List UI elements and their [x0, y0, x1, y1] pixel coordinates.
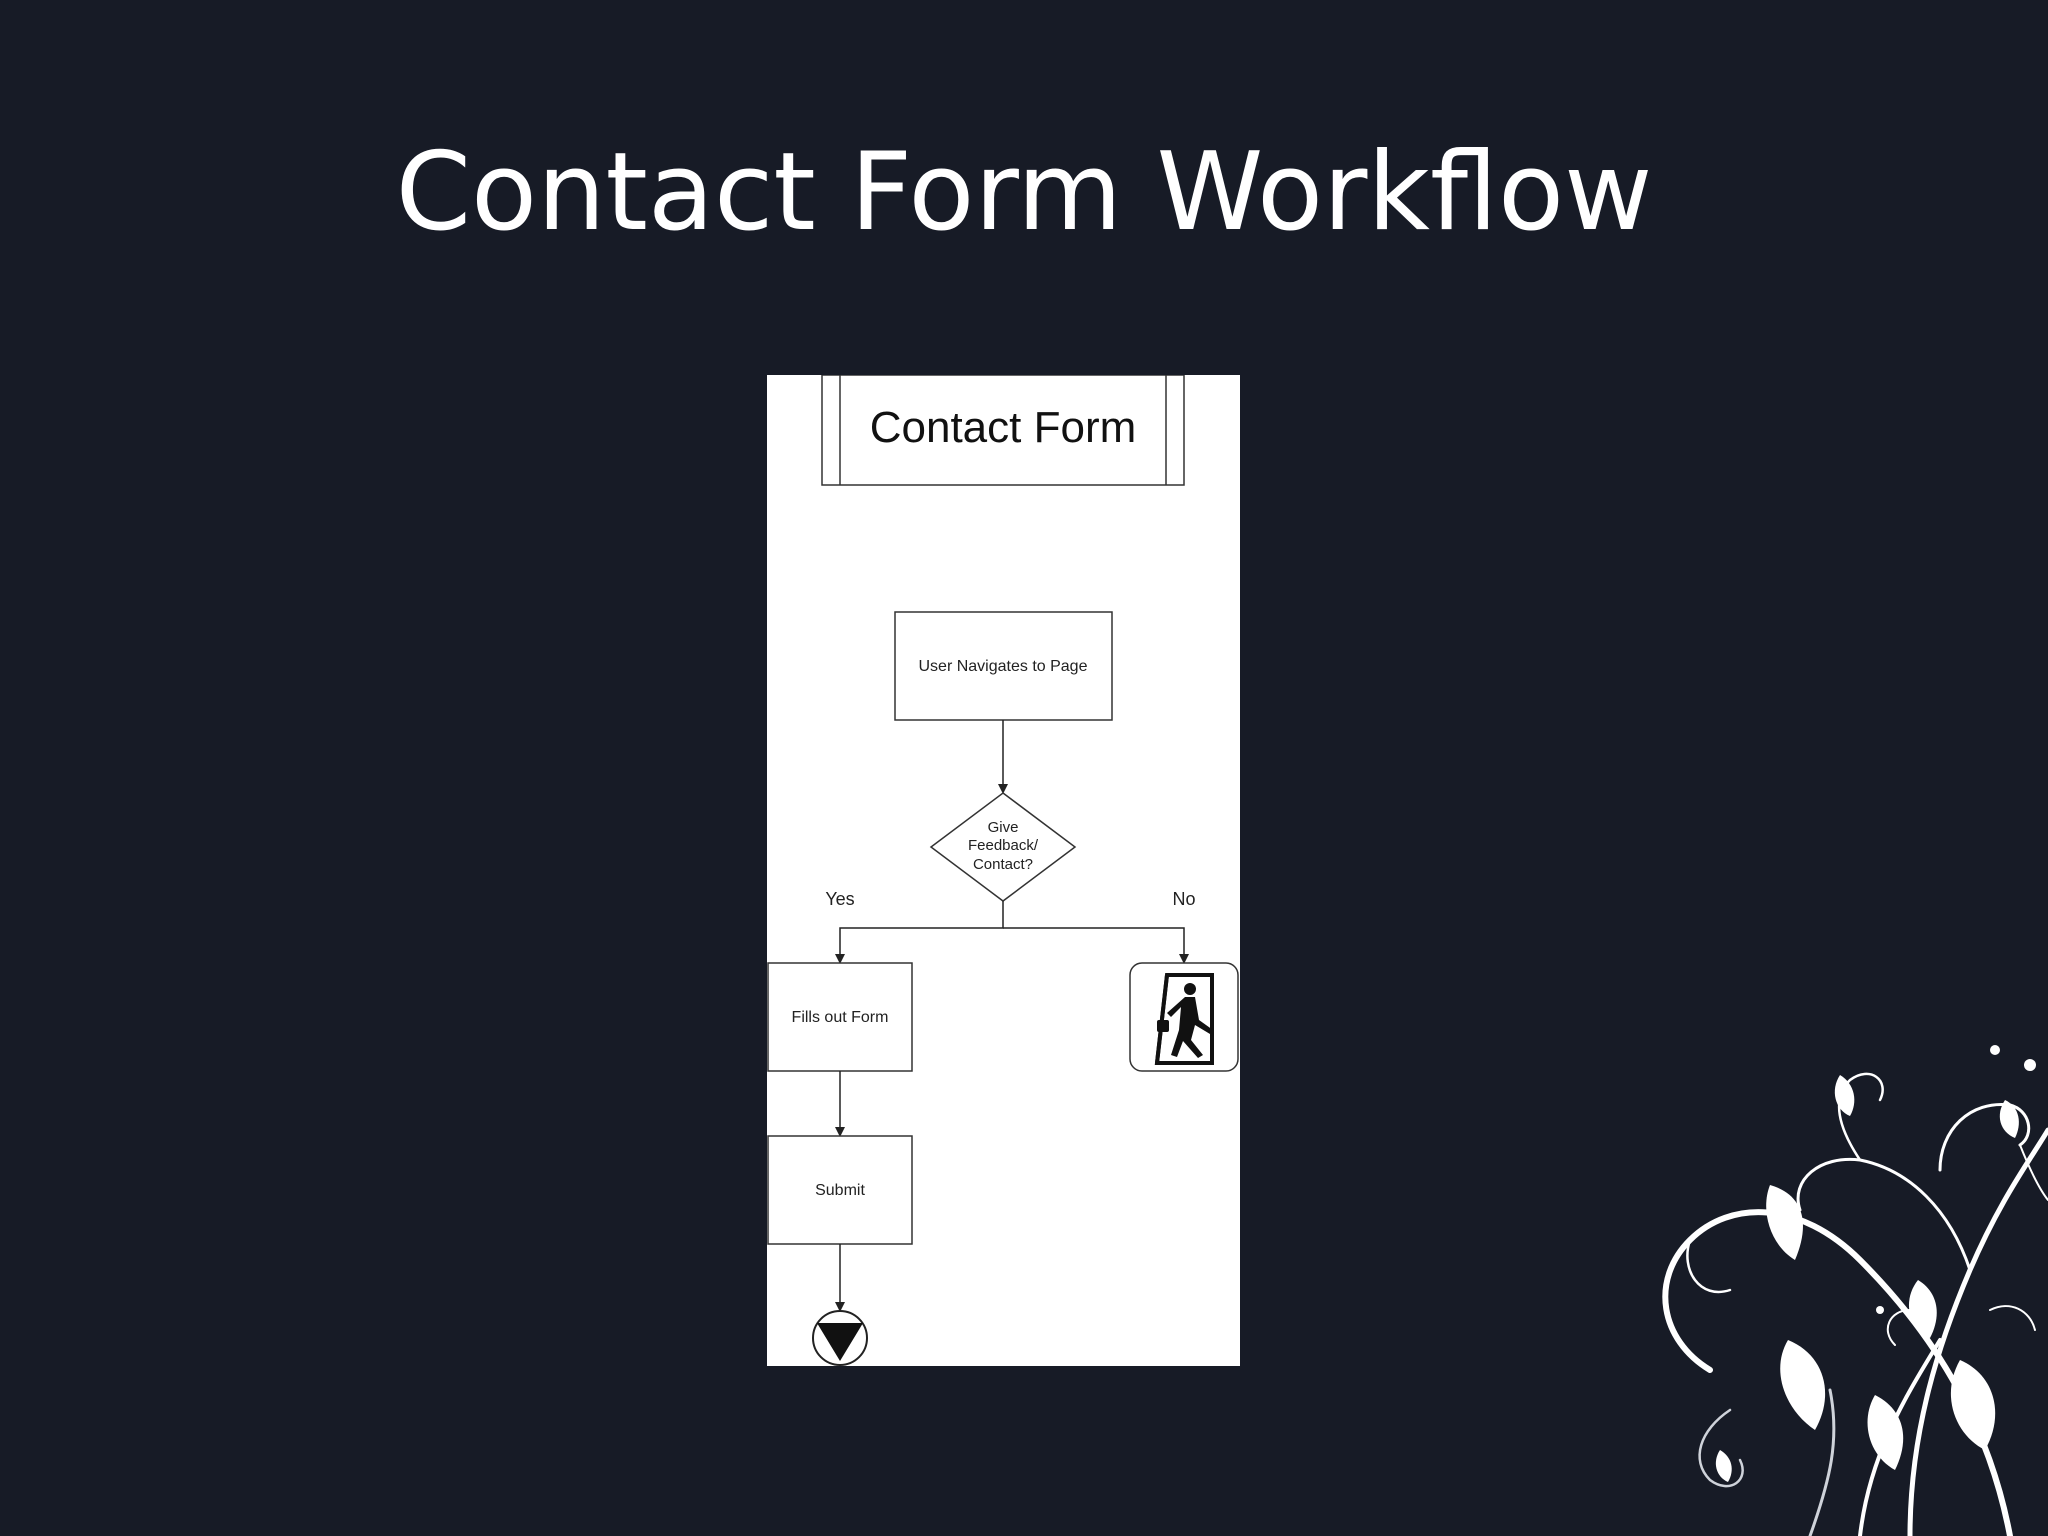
floral-swirl-icon — [1662, 1045, 2048, 1536]
decision-label-3: Contact? — [973, 856, 1033, 873]
end-terminator-icon — [812, 1310, 868, 1366]
decision-label-1: Give — [988, 819, 1019, 836]
navigate-node: User Navigates to Page — [894, 611, 1113, 721]
fill-form-label: Fills out Form — [792, 1009, 889, 1026]
flowchart-svg: Contact Form User Navigates to Page Give… — [767, 375, 1239, 1366]
branch-yes-label: Yes — [825, 889, 854, 909]
connector-yes — [835, 901, 1004, 964]
branch-no-label: No — [1172, 889, 1195, 909]
decision-label-2: Feedback/ — [968, 837, 1039, 854]
connector-no — [1003, 927, 1189, 964]
decision-node: Give Feedback/ Contact? — [929, 792, 1077, 902]
workflow-diagram: Contact Form User Navigates to Page Give… — [767, 375, 1240, 1366]
exit-door-icon — [1129, 962, 1239, 1072]
submit-label: Submit — [815, 1182, 865, 1199]
header-box: Contact Form — [821, 375, 1185, 486]
submit-node: Submit — [767, 1135, 913, 1245]
header-label: Contact Form — [870, 403, 1137, 452]
slide-title: Contact Form Workflow — [395, 130, 1653, 255]
navigate-label: User Navigates to Page — [919, 658, 1088, 675]
fill-form-node: Fills out Form — [767, 962, 913, 1072]
